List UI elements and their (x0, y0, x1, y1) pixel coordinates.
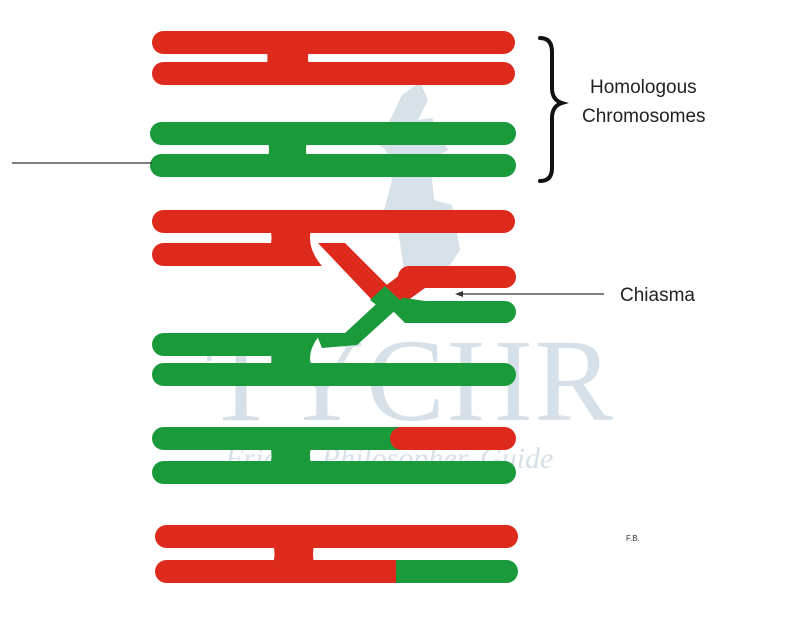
homologous-brace (538, 36, 569, 183)
initials-label: F.B. (626, 534, 640, 543)
chromosome-green-recombinant (152, 427, 516, 484)
chiasma-point (370, 278, 410, 312)
chromosome-red-crossing (152, 210, 516, 306)
chromosome-green-crossing (152, 296, 516, 386)
chromosome-red-top (152, 31, 515, 85)
watermark-logo-icon (372, 82, 460, 285)
homologous-label-line2: Chromosomes (582, 106, 706, 127)
chiasma-pointer (455, 291, 604, 297)
homologous-label-line1: Homologous (590, 77, 697, 98)
chromosome-red-recombinant (155, 525, 518, 583)
chromosome-green-top (150, 122, 516, 177)
chiasma-label: Chiasma (620, 285, 695, 306)
